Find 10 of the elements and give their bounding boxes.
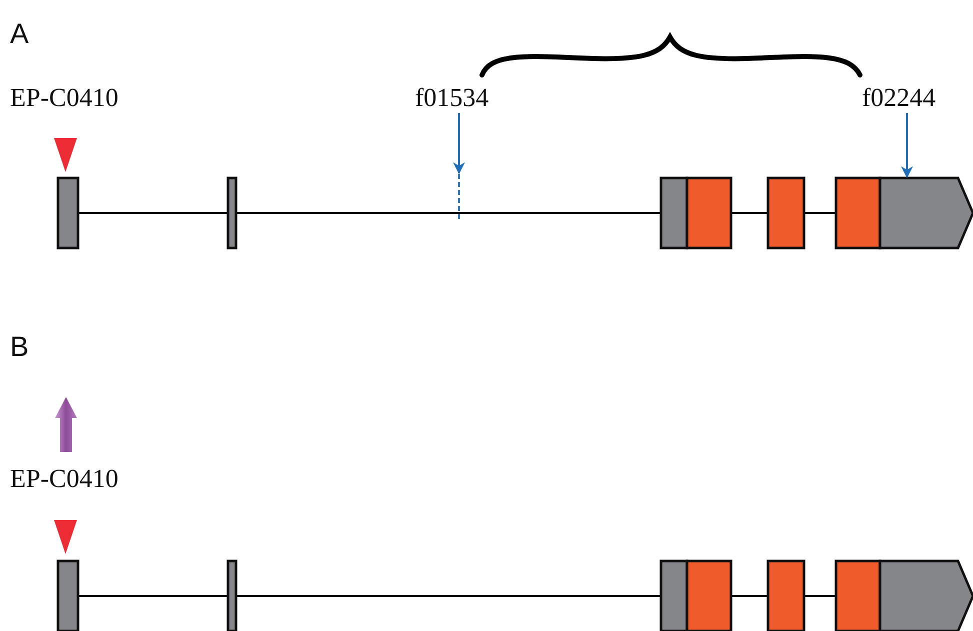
allele-label: f02244: [862, 85, 936, 111]
insertion-label: EP-C0410: [10, 85, 118, 111]
panel-letter: A: [10, 20, 29, 48]
insertion-label: EP-C0410: [10, 466, 118, 492]
panel-letter: B: [10, 333, 29, 361]
leader-arrow: [901, 113, 913, 178]
utr-exon: [878, 176, 973, 250]
dashed-insertion-line: [458, 174, 460, 222]
leader-arrow: [453, 113, 465, 174]
allele-label: f01534: [415, 85, 489, 111]
